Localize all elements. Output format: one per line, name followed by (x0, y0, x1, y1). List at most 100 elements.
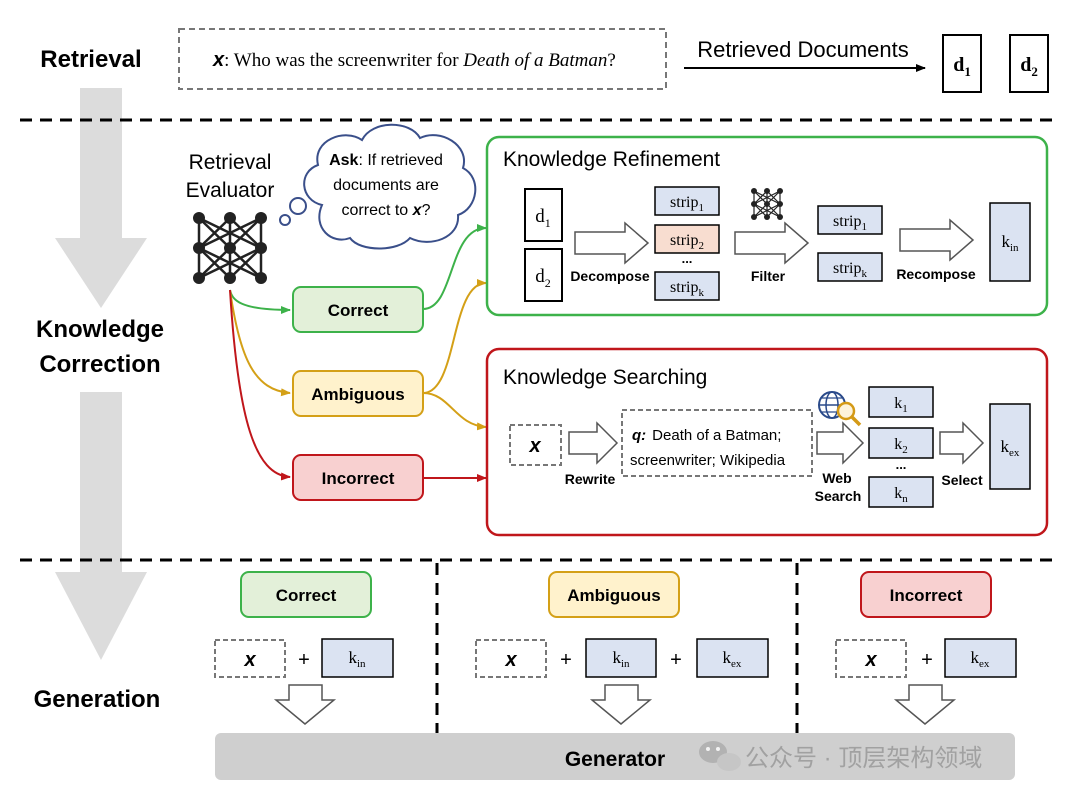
gen1-x: x (243, 649, 256, 671)
thought-cloud-text-2: documents are (333, 177, 439, 194)
refinement-doc-1: d1 (524, 188, 563, 242)
evaluator-label-2: Evaluator (186, 179, 275, 202)
generator-label: Generator (565, 748, 665, 771)
search-label: Search (815, 488, 862, 504)
query-suffix: ? (607, 50, 615, 71)
query-text: x: Who was the screenwriter for Death of… (212, 49, 616, 71)
generator-bar (215, 733, 1015, 780)
select-label: Select (941, 472, 983, 488)
svg-text:Ambiguous: Ambiguous (311, 385, 405, 404)
gen-label-ambiguous: Ambiguous (548, 571, 680, 618)
thought-cloud-text: Ask: If retrieved (329, 152, 443, 169)
k-ex-box: kex (989, 403, 1031, 490)
svg-text:strip1: strip1 (670, 194, 704, 214)
rewrite-arrow (568, 421, 619, 465)
gen-label-incorrect: Incorrect (860, 571, 992, 618)
gen3-plus: + (921, 649, 933, 671)
svg-text:kn: kn (894, 485, 908, 505)
searching-title: Knowledge Searching (503, 366, 707, 389)
decompose-arrow (574, 221, 650, 265)
svg-text:d1: d1 (953, 54, 971, 79)
stage-label-correction-1: Knowledge (36, 316, 164, 343)
svg-text:k1: k1 (894, 395, 908, 415)
filter-network-icon (751, 188, 783, 220)
svg-text:Incorrect: Incorrect (322, 469, 395, 488)
evaluator-label-1: Retrieval (189, 151, 272, 174)
svg-text:Correct: Correct (328, 301, 389, 320)
refinement-doc-2: d2 (524, 248, 563, 302)
strip-ellipsis: ... (682, 251, 693, 266)
svg-text:kex: kex (1001, 437, 1020, 459)
select-arrow (939, 421, 985, 465)
gen-label-correct: Correct (240, 571, 372, 618)
svg-text:Correct: Correct (276, 586, 337, 605)
gen2-x: x (504, 649, 517, 671)
decompose-label: Decompose (570, 268, 650, 284)
refinement-panel (485, 135, 1049, 317)
query-prefix: : Who was the screenwriter for (224, 50, 463, 71)
retrieved-doc-1: d1 (942, 34, 982, 93)
recompose-arrow (899, 218, 975, 262)
gen1-k-in: kin (321, 638, 394, 678)
svg-text:strip2: strip2 (670, 232, 704, 252)
gen3-x: x (864, 649, 877, 671)
query-q-box (621, 409, 813, 477)
thought-cloud-text-3: correct to x? (342, 202, 431, 219)
retrieved-doc-2: d2 (1009, 34, 1049, 93)
gen1-x-box (214, 639, 286, 678)
gen2-k-ex: kex (696, 638, 769, 678)
web-search-arrow (816, 421, 865, 465)
svg-text:kin: kin (612, 648, 630, 670)
branch-arrow-incorrect (229, 289, 291, 481)
gen2-down-arrow (589, 684, 653, 725)
branch-arrow-ambiguous (229, 289, 291, 397)
svg-text:stripk: stripk (670, 279, 704, 299)
query-box (178, 28, 667, 90)
k-in-box: kin (989, 202, 1031, 282)
stage-arrow-correction (55, 392, 147, 660)
neural-network-icon (193, 212, 267, 284)
rewrite-label: Rewrite (565, 471, 616, 487)
ambiguous-to-refinement-arrow (422, 279, 487, 394)
k-n-box: kn (868, 476, 934, 508)
search-x: x (528, 435, 541, 457)
thought-cloud (279, 123, 477, 250)
svg-text:d2: d2 (1020, 54, 1038, 79)
gen2-plus-1: + (560, 649, 572, 671)
svg-text:d2: d2 (535, 266, 551, 290)
k-1-box: k1 (868, 386, 934, 418)
decision-incorrect: Incorrect (292, 454, 424, 501)
filtered-strip-1: strip1 (817, 205, 883, 235)
stage-label-generation: Generation (34, 686, 161, 713)
correct-to-refinement-arrow (422, 224, 487, 310)
gen2-plus-2: + (670, 649, 682, 671)
svg-text:Incorrect: Incorrect (890, 586, 963, 605)
search-x-box (509, 424, 562, 466)
watermark-text: 公众号 · 顶层架构领域 (745, 745, 982, 772)
query-x: x (212, 49, 225, 71)
svg-text:kin: kin (1001, 232, 1019, 254)
gen1-down-arrow (273, 684, 337, 725)
gen2-x-box (475, 639, 547, 678)
svg-text:Ambiguous: Ambiguous (567, 586, 661, 605)
wechat-icon (699, 741, 741, 771)
query-q-line1: q:Death of a Batman; (632, 427, 781, 444)
svg-text:k2: k2 (894, 436, 908, 456)
branch-arrow-correct (229, 289, 291, 314)
web-search-icon (818, 391, 862, 427)
svg-text:d1: d1 (535, 206, 551, 230)
decision-ambiguous: Ambiguous (292, 370, 424, 417)
strip-k: stripk (654, 271, 720, 301)
svg-text:strip1: strip1 (833, 213, 867, 233)
retrieved-documents-label: Retrieved Documents (697, 37, 909, 62)
stage-label-correction-2: Correction (39, 351, 160, 378)
gen3-x-box (835, 639, 907, 678)
gen1-plus: + (298, 649, 310, 671)
svg-text:kex: kex (723, 648, 742, 670)
gen3-down-arrow (893, 684, 957, 725)
query-q-line2: screenwriter; Wikipedia (630, 452, 786, 469)
filter-label: Filter (751, 268, 786, 284)
gen2-k-in: kin (585, 638, 657, 678)
k-2-box: k2 (868, 427, 934, 459)
